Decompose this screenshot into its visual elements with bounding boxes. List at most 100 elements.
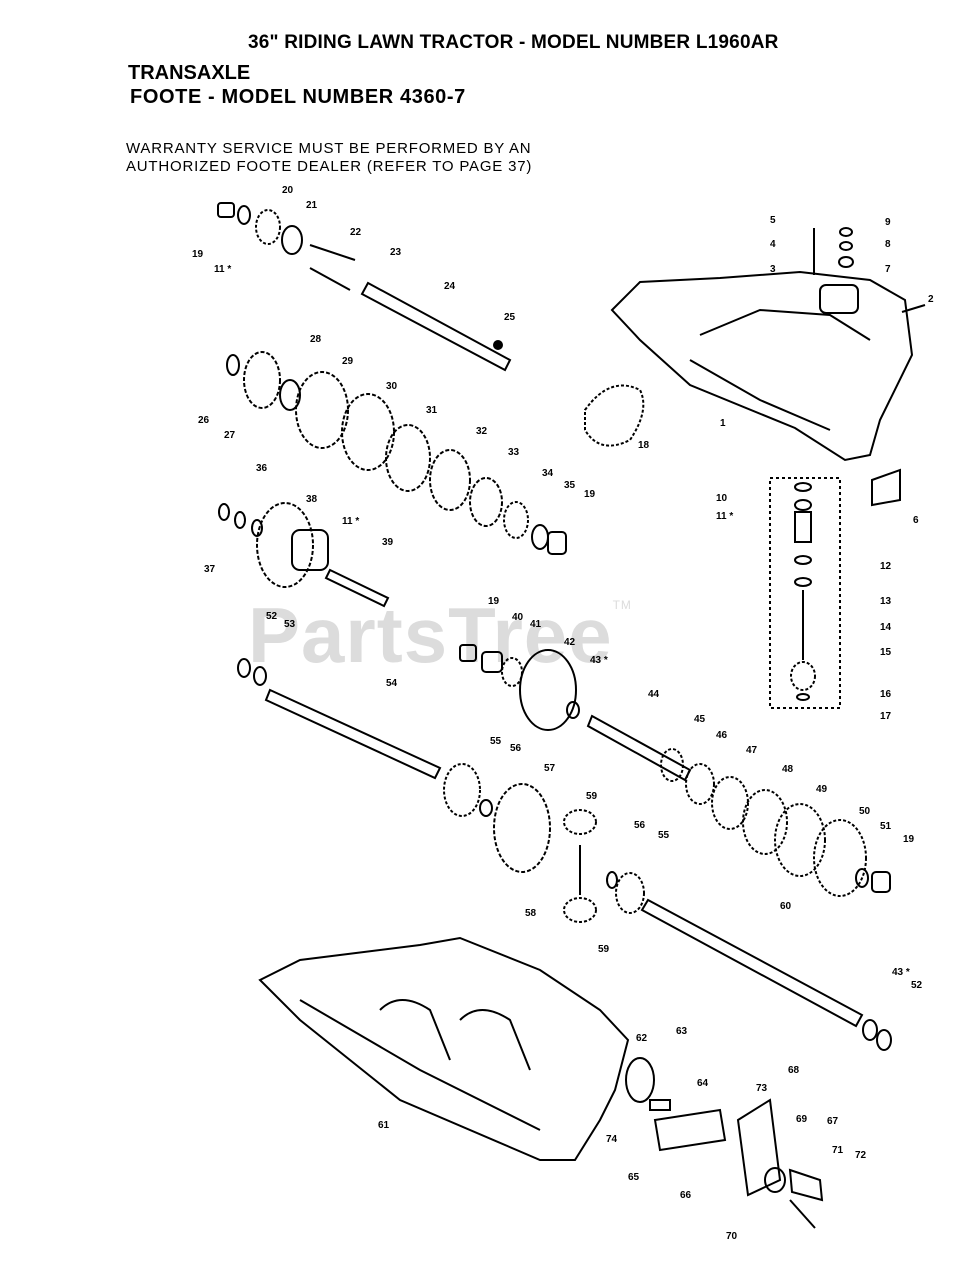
part-label: 5: [770, 215, 776, 226]
model-subtitle: FOOTE - MODEL NUMBER 4360-7: [130, 86, 466, 108]
part-label: 37: [204, 564, 216, 575]
part-label: 43 *: [590, 655, 608, 666]
part-label: 43 *: [892, 967, 910, 978]
watermark: PartsTreeTM: [248, 590, 632, 681]
part-label: 22: [350, 227, 362, 238]
watermark-trademark: TM: [612, 598, 632, 612]
part-label: 4: [770, 239, 776, 250]
part-label: 71: [832, 1145, 844, 1156]
brake-assembly: [625, 1057, 824, 1229]
part-label: 46: [716, 730, 728, 741]
part-label: 47: [746, 745, 758, 756]
warranty-note-line2: AUTHORIZED FOOTE DEALER (REFER TO PAGE 3…: [126, 158, 533, 175]
differential-pinions: [563, 809, 597, 923]
part-label: 68: [788, 1065, 800, 1076]
cluster-gear-assembly: [218, 502, 390, 608]
part-label: 10: [716, 493, 728, 504]
right-axle-assembly: [606, 871, 892, 1051]
part-label: 70: [726, 1231, 738, 1242]
part-label: 8: [885, 239, 891, 250]
part-label: 23: [390, 247, 402, 258]
part-label: 1: [720, 418, 726, 429]
part-label: 7: [885, 264, 891, 275]
part-label: 11 *: [716, 511, 733, 522]
part-label: 25: [504, 312, 516, 323]
part-label: 36: [256, 463, 268, 474]
part-label: 51: [880, 821, 892, 832]
part-label: 19: [903, 834, 915, 845]
part-label: 27: [224, 430, 236, 441]
part-label: 60: [780, 901, 792, 912]
warranty-note-line1: WARRANTY SERVICE MUST BE PERFORMED BY AN: [126, 140, 532, 157]
part-label: 19: [488, 596, 500, 607]
part-label: 45: [694, 714, 706, 725]
part-label: 48: [782, 764, 794, 775]
part-label: 16: [880, 689, 892, 700]
part-label: 44: [648, 689, 660, 700]
part-label: 21: [306, 200, 318, 211]
part-label: 9: [885, 217, 891, 228]
part-label: 32: [476, 426, 488, 437]
part-label: 31: [426, 405, 438, 416]
part-label: 55: [658, 830, 670, 841]
section-title: TRANSAXLE: [128, 62, 251, 84]
part-label: 19: [584, 489, 596, 500]
part-label: 33: [508, 447, 520, 458]
part-label: 52: [266, 611, 278, 622]
part-label: 53: [284, 619, 296, 630]
part-label: 58: [525, 908, 537, 919]
drive-chain: [584, 384, 645, 447]
part-label: 69: [796, 1114, 808, 1125]
part-label: 64: [697, 1078, 709, 1089]
part-label: 6: [913, 515, 919, 526]
part-label: 2: [928, 294, 934, 305]
part-label: 66: [680, 1190, 692, 1201]
part-label: 41: [530, 619, 542, 630]
upper-gear-train: [226, 351, 567, 555]
part-label: 62: [636, 1033, 648, 1044]
part-label: 65: [628, 1172, 640, 1183]
part-label: 61: [378, 1120, 390, 1131]
part-label: 50: [859, 806, 871, 817]
part-label: 24: [444, 281, 456, 292]
part-label: 67: [827, 1116, 839, 1127]
part-label: 11 *: [342, 516, 359, 527]
watermark-text: PartsTree: [248, 591, 613, 679]
part-label: 28: [310, 334, 322, 345]
part-label: 74: [606, 1134, 618, 1145]
part-label: 42: [564, 637, 576, 648]
part-label: 72: [855, 1150, 867, 1161]
part-label: 54: [386, 678, 398, 689]
part-label: 52: [911, 980, 923, 991]
part-number-labels: 1 2 3 4 5 6 7 8 9 10 11 * 11 * 11 * 12 1…: [192, 185, 934, 1242]
part-label: 59: [586, 791, 598, 802]
shift-shaft-assembly: [769, 227, 901, 709]
part-label: 40: [512, 612, 524, 623]
part-label: 39: [382, 537, 394, 548]
part-label: 35: [564, 480, 576, 491]
part-label: 55: [490, 736, 502, 747]
part-label: 56: [634, 820, 646, 831]
part-label: 13: [880, 596, 892, 607]
part-label: 15: [880, 647, 892, 658]
part-label: 12: [880, 561, 892, 572]
middle-shaft-assembly: [459, 644, 891, 897]
part-label: 26: [198, 415, 210, 426]
part-label: 38: [306, 494, 318, 505]
part-label: 29: [342, 356, 354, 367]
part-label: 3: [770, 264, 776, 275]
part-label: 14: [880, 622, 892, 633]
part-label: 17: [880, 711, 892, 722]
upper-housing: [610, 270, 926, 462]
part-label: 34: [542, 468, 554, 479]
part-label: 57: [544, 763, 556, 774]
part-label: 59: [598, 944, 610, 955]
page-title: 36" RIDING LAWN TRACTOR - MODEL NUMBER L…: [248, 32, 779, 53]
left-axle-assembly: [237, 658, 551, 873]
lower-housing: [258, 936, 630, 1161]
part-label: 30: [386, 381, 398, 392]
part-label: 63: [676, 1026, 688, 1037]
part-label: 11 *: [214, 264, 231, 275]
part-label: 20: [282, 185, 294, 196]
